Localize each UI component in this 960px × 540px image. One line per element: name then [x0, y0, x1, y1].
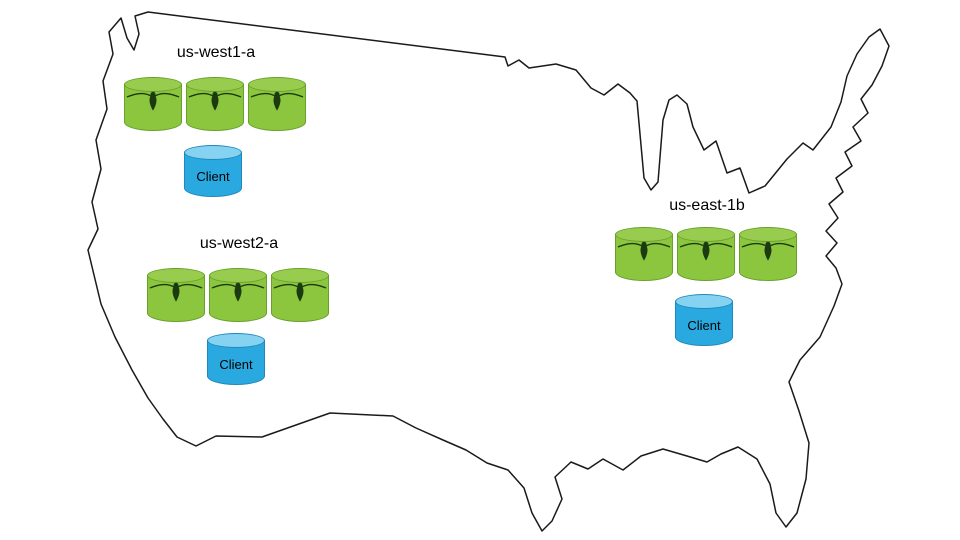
- cylinder-top: [271, 268, 329, 283]
- db-node-cylinder: [186, 77, 244, 131]
- cylinder-top: [147, 268, 205, 283]
- cockroach-icon: [617, 241, 671, 261]
- region-label: us-west1-a: [176, 44, 256, 61]
- cylinder-top: [675, 294, 733, 309]
- client-cylinder: Client: [207, 333, 265, 385]
- cylinder-body: [184, 152, 242, 197]
- cockroach-icon: [126, 91, 180, 111]
- cockroach-icon: [741, 241, 795, 261]
- cockroach-icon: [273, 282, 327, 302]
- cylinder-top: [209, 268, 267, 283]
- cylinder-top: [184, 145, 242, 160]
- cylinder-top: [615, 227, 673, 242]
- client-label: Client: [219, 357, 253, 372]
- db-node-cylinder: [209, 268, 267, 322]
- cockroach-icon: [188, 91, 242, 111]
- region-label: us-west2-a: [199, 235, 279, 252]
- cockroach-icon: [679, 241, 733, 261]
- region-label: us-east-1b: [669, 197, 745, 214]
- cylinder-top: [124, 77, 182, 92]
- cylinder-top: [186, 77, 244, 92]
- db-node-cylinder: [677, 227, 735, 281]
- db-node-cylinder: [147, 268, 205, 322]
- client-label: Client: [196, 169, 230, 184]
- cylinder-top: [248, 77, 306, 92]
- db-node-cylinder: [739, 227, 797, 281]
- db-node-cylinder: [271, 268, 329, 322]
- db-node-row: [147, 268, 329, 322]
- cockroach-icon: [250, 91, 304, 111]
- client-cylinder: Client: [184, 145, 242, 197]
- db-node-row: [615, 227, 797, 281]
- cylinder-top: [739, 227, 797, 242]
- db-node-cylinder: [124, 77, 182, 131]
- db-node-cylinder: [248, 77, 306, 131]
- cockroach-icon: [211, 282, 265, 302]
- cylinder-top: [677, 227, 735, 242]
- client-label: Client: [687, 318, 721, 333]
- db-node-row: [124, 77, 306, 131]
- cylinder-top: [207, 333, 265, 348]
- client-cylinder: Client: [675, 294, 733, 346]
- db-node-cylinder: [615, 227, 673, 281]
- cockroach-icon: [149, 282, 203, 302]
